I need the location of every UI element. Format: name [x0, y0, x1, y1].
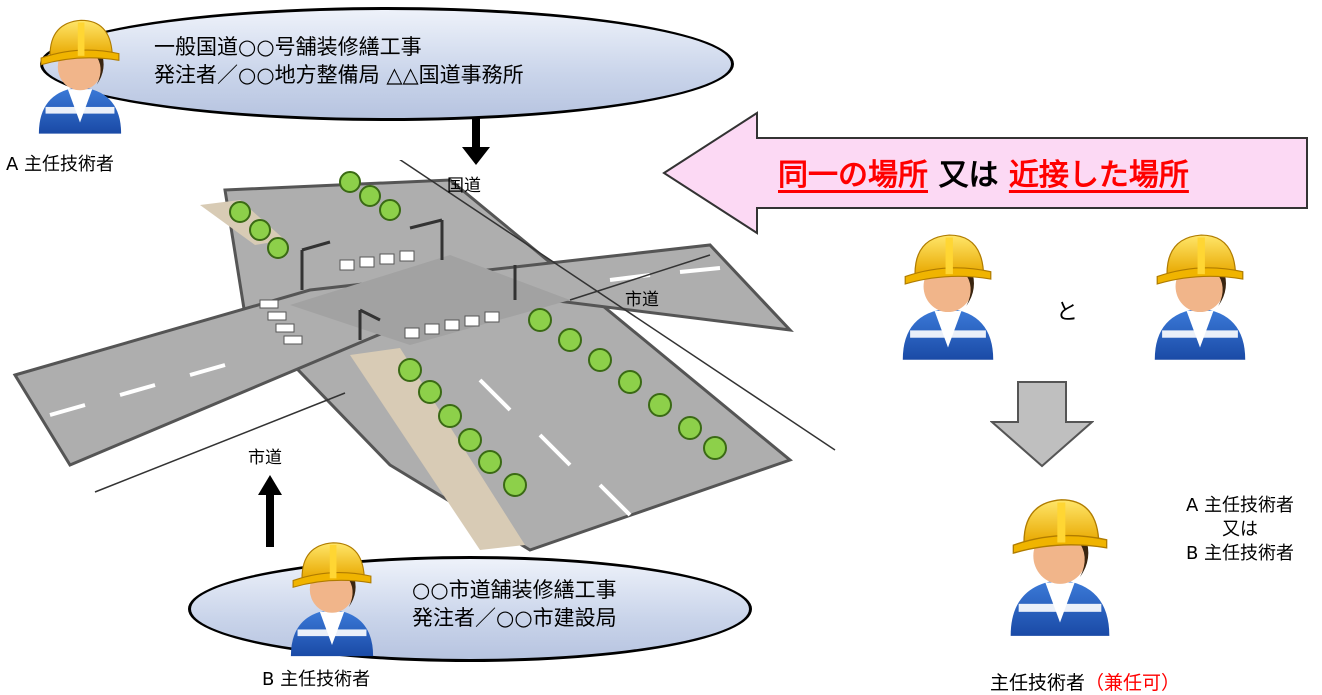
- city-road-label-right: 市道: [625, 290, 659, 310]
- bubble-a-line1: 一般国道○○号舗装修繕工事: [154, 35, 422, 59]
- worker-b-right-icon: [1145, 225, 1255, 360]
- worker-a-icon: [30, 10, 130, 135]
- location-arrow: [662, 111, 1308, 235]
- city-road-label-left: 市道: [248, 448, 282, 468]
- caption-close: ）: [1161, 672, 1181, 694]
- intersection-illustration: [12, 160, 836, 552]
- caption-open: （: [1085, 672, 1105, 694]
- worker-a-right-icon: [893, 225, 1003, 360]
- engineer-b-label: B 主任技術者: [262, 669, 371, 690]
- result-line2: 又は: [1222, 519, 1258, 540]
- bubble-national-road: [40, 7, 734, 121]
- result-caption: 主任技術者（兼任可）: [990, 668, 1180, 695]
- same-place-text: 同一の場所: [778, 158, 928, 193]
- location-arrow-text: 同一の場所 又は 近接した場所: [778, 150, 1189, 194]
- result-line3: B 主任技術者: [1185, 543, 1295, 564]
- result-roles: A 主任技術者 又は B 主任技術者: [1170, 494, 1310, 566]
- concurrent-allowed-text: 兼任可: [1104, 672, 1162, 694]
- up-arrow-icon: [258, 475, 282, 547]
- result-line1: A 主任技術者: [1185, 495, 1295, 516]
- caption-prefix: 主任技術者: [990, 672, 1086, 694]
- national-road-label: 国道: [447, 176, 481, 196]
- down-arrow-icon: [462, 117, 490, 165]
- bubble-city-road: [188, 556, 752, 662]
- or-text: 又は: [928, 158, 1009, 193]
- bubble-b-line2: 発注者／○○市建設局: [412, 606, 617, 630]
- bubble-a-line2: 発注者／○○地方整備局 △△国道事務所: [154, 63, 524, 87]
- nearby-place-text: 近接した場所: [1008, 158, 1189, 193]
- worker-result-icon: [1000, 485, 1120, 640]
- result-down-arrow-icon: [990, 381, 1094, 468]
- engineer-a-label: A 主任技術者: [6, 154, 115, 175]
- and-label: と: [1056, 300, 1079, 325]
- bubble-b-line1: ○○市道舗装修繕工事: [412, 578, 617, 602]
- worker-b-icon: [282, 530, 382, 660]
